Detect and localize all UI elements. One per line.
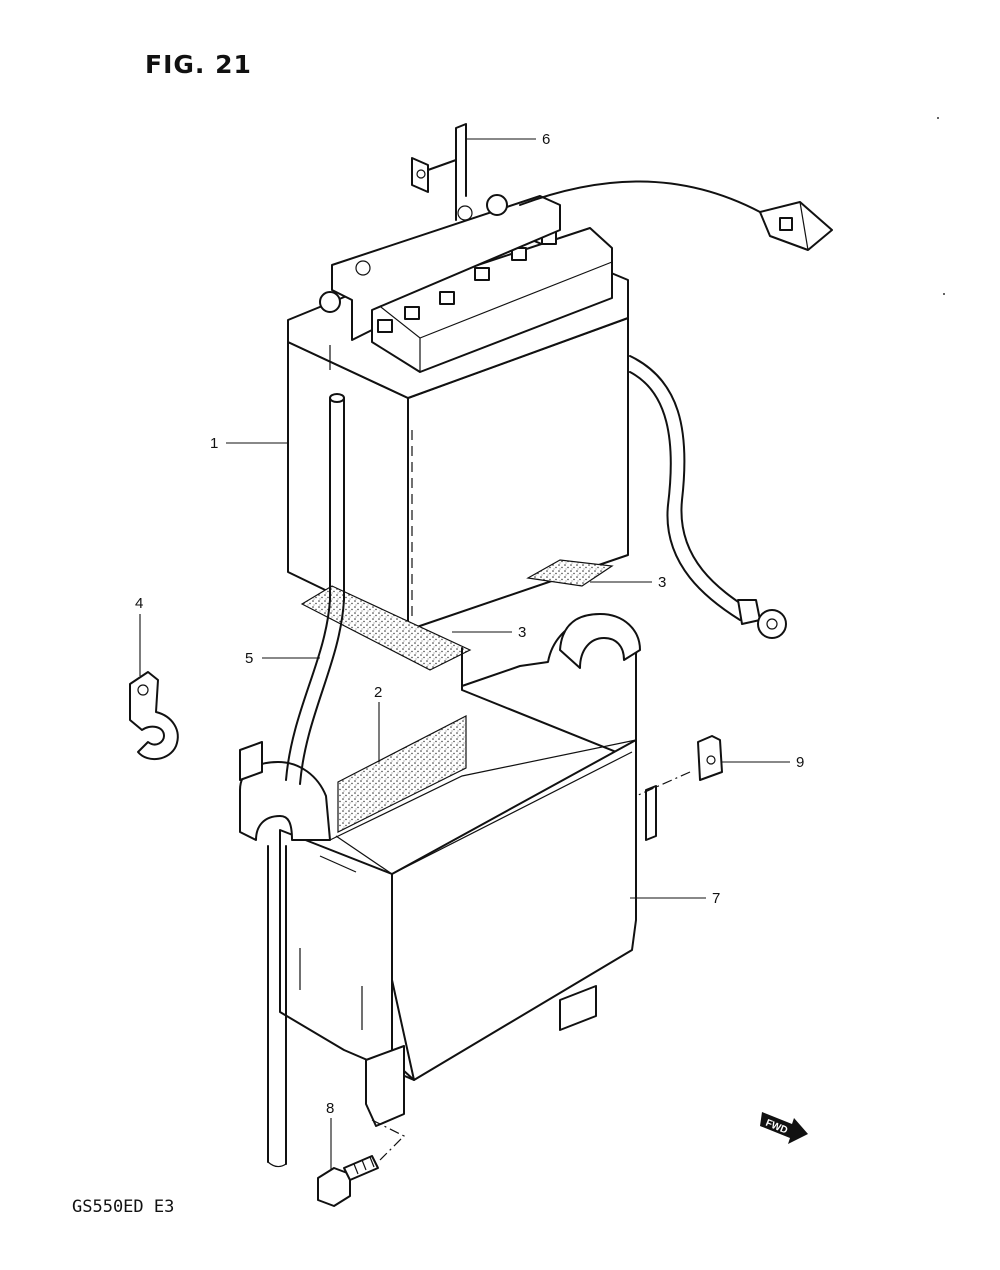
callout-5: 5 xyxy=(245,650,253,667)
battery-holder xyxy=(319,123,561,341)
callout-7: 7 xyxy=(712,890,720,907)
bolt xyxy=(317,1155,379,1207)
nut xyxy=(697,735,723,781)
callout-8: 8 xyxy=(326,1100,334,1117)
figure-title: FIG. 21 xyxy=(145,50,252,79)
callout-2: 2 xyxy=(374,684,382,701)
fwd-label: FWD xyxy=(764,1118,789,1137)
ground-cable xyxy=(629,355,787,639)
fwd-arrow-icon: FWD xyxy=(760,1112,808,1144)
model-code: GS550ED E3 xyxy=(72,1197,175,1217)
battery-lead-wire xyxy=(519,180,833,251)
callout-3b: 3 xyxy=(518,624,526,641)
battery-case xyxy=(239,613,657,1127)
callout-6: 6 xyxy=(542,131,550,148)
clamp xyxy=(129,671,179,761)
breather-hose xyxy=(267,393,345,1168)
callout-3a: 3 xyxy=(658,574,666,591)
pad-2 xyxy=(337,715,467,833)
pad-3-right xyxy=(526,559,614,587)
callout-1: 1 xyxy=(210,435,218,452)
callout-9: 9 xyxy=(796,754,804,771)
callout-4: 4 xyxy=(135,595,143,612)
